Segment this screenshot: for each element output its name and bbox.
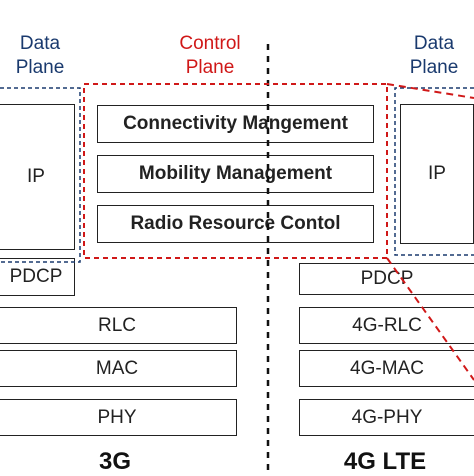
radio-resource-control-box: Radio Resource Contol	[97, 205, 374, 243]
control-plane-outline	[83, 83, 388, 259]
left-ip-box: IP	[0, 104, 75, 250]
control-plane-label: Control Plane	[160, 32, 260, 80]
data-plane-right-line2: Plane	[409, 57, 459, 78]
red-diagonal-upper	[386, 83, 474, 99]
data-plane-right-line1: Data	[413, 33, 455, 54]
right-pdcp-box: PDCP	[299, 263, 474, 295]
connectivity-management-box: Connectivity Mangement	[97, 105, 374, 143]
data-plane-left-label: Data Plane	[0, 32, 80, 80]
left-data-plane-outline	[0, 87, 81, 263]
control-plane-line2: Plane	[185, 57, 235, 78]
right-phy-box: 4G-PHY	[299, 399, 474, 436]
right-data-plane-outline	[394, 87, 474, 256]
red-diagonal-lower	[386, 257, 474, 381]
right-ip-box: IP	[400, 104, 474, 244]
data-plane-left-line1: Data	[19, 33, 61, 54]
left-rlc-box: RLC	[0, 307, 237, 344]
right-mac-box: 4G-MAC	[299, 350, 474, 387]
data-plane-right-label: Data Plane	[394, 32, 474, 80]
mobility-management-box: Mobility Management	[97, 155, 374, 193]
right-rlc-box: 4G-RLC	[299, 307, 474, 344]
data-plane-left-line2: Plane	[15, 57, 65, 78]
control-plane-line1: Control	[179, 33, 241, 54]
left-mac-box: MAC	[0, 350, 237, 387]
footer-4g-lte-label: 4G LTE	[343, 448, 427, 475]
left-pdcp-box: PDCP	[0, 258, 75, 296]
footer-3g-label: 3G	[98, 448, 131, 475]
left-phy-box: PHY	[0, 399, 237, 436]
